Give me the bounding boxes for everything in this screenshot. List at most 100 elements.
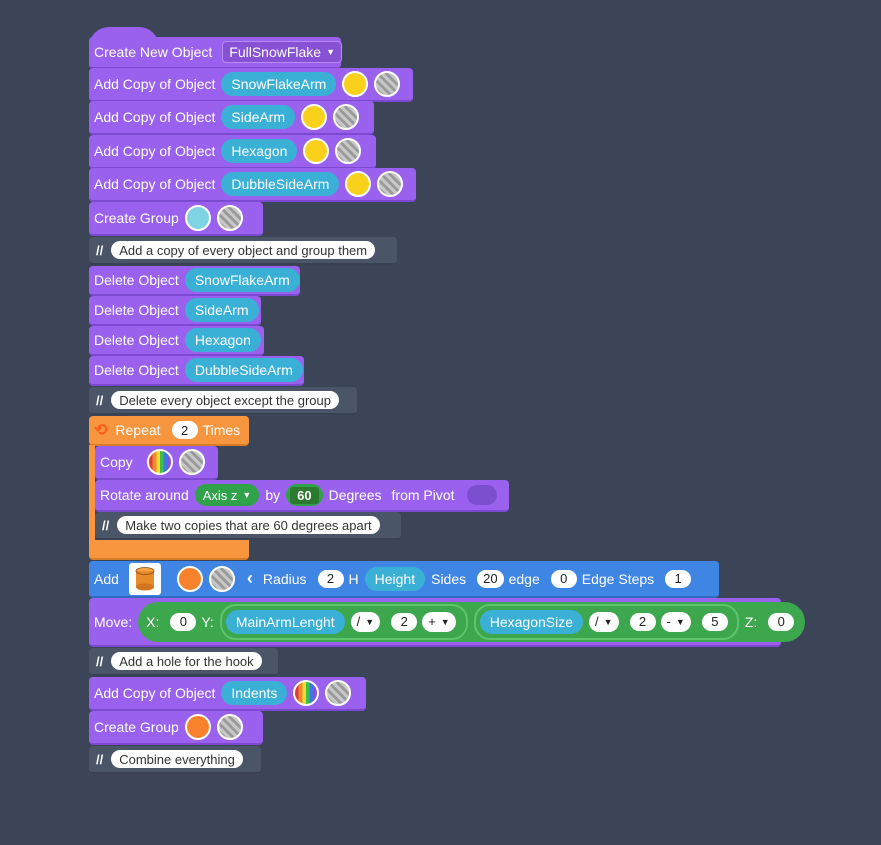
comment-slash: //: [96, 242, 104, 258]
operator-value: /: [356, 614, 361, 629]
y-math-expression-2[interactable]: HexagonSize /▼ 2 -▼ 5: [473, 603, 739, 640]
color-swatch[interactable]: [184, 714, 211, 740]
comment-text[interactable]: Delete every object except the group: [111, 391, 339, 409]
comment-block[interactable]: // Add a copy of every object and group …: [89, 237, 397, 265]
repeat-count-input[interactable]: 2: [171, 421, 198, 439]
pivot-slot[interactable]: [466, 485, 497, 505]
variable-pill[interactable]: MainArmLenght: [225, 609, 345, 634]
color-swatch[interactable]: [342, 71, 369, 97]
copy-block[interactable]: Copy: [95, 446, 218, 480]
sides-label: Sides: [431, 570, 467, 587]
y-math-expression[interactable]: MainArmLenght /▼ 2 +▼: [219, 603, 468, 640]
rotate-around-block[interactable]: Rotate around Axis z▼ by 60 Degrees from…: [95, 480, 509, 512]
comment-text[interactable]: Make two copies that are 60 degrees apar…: [117, 516, 380, 534]
sides-input[interactable]: 20: [477, 569, 504, 588]
edge-steps-label: Edge Steps: [581, 570, 655, 587]
object-pill[interactable]: SideArm: [221, 105, 296, 129]
delete-object-block-dubblesidearm[interactable]: Delete Object DubbleSideArm: [89, 356, 304, 386]
comment-block[interactable]: // Delete every object except the group: [89, 387, 357, 415]
operator-dropdown[interactable]: /▼: [589, 611, 619, 632]
comment-block[interactable]: // Combine everything: [89, 746, 261, 774]
number-input[interactable]: 2: [391, 612, 418, 631]
color-swatch[interactable]: [184, 205, 211, 231]
edge-steps-input[interactable]: 1: [665, 569, 692, 588]
caret-down-icon: ▼: [242, 490, 252, 500]
hole-icon[interactable]: [374, 71, 401, 97]
add-copy-block-hexagon[interactable]: Add Copy of Object Hexagon: [89, 135, 376, 169]
object-pill[interactable]: Hexagon: [184, 328, 261, 352]
comment-text[interactable]: Combine everything: [111, 750, 243, 768]
number-input[interactable]: 5: [701, 612, 728, 631]
by-label: by: [265, 487, 281, 503]
repeat-arm: [89, 445, 95, 545]
delete-object-block-sidearm[interactable]: Delete Object SideArm: [89, 296, 261, 326]
object-pill[interactable]: DubbleSideArm: [221, 172, 340, 196]
block-label: Add Copy of Object: [94, 109, 216, 125]
x-input[interactable]: 0: [170, 612, 197, 631]
axis-dropdown[interactable]: Axis z▼: [194, 484, 260, 506]
move-math-expression[interactable]: X: 0 Y: MainArmLenght /▼ 2 +▼ HexagonSiz…: [138, 601, 806, 642]
block-label: Create New Object: [94, 44, 213, 60]
object-pill[interactable]: SideArm: [184, 298, 259, 322]
z-input[interactable]: 0: [768, 612, 795, 631]
operator-dropdown[interactable]: +▼: [422, 611, 456, 632]
edge-label: edge: [508, 570, 540, 587]
add-copy-block-sidearm[interactable]: Add Copy of Object SideArm: [89, 101, 374, 135]
comment-slash: //: [96, 392, 104, 408]
object-name-dropdown[interactable]: FullSnowFlake▼: [222, 41, 343, 63]
object-pill[interactable]: DubbleSideArm: [184, 358, 303, 382]
create-new-object-block[interactable]: Create New Object FullSnowFlake▼: [89, 37, 343, 69]
hole-icon[interactable]: [377, 171, 404, 197]
comment-block[interactable]: // Add a hole for the hook: [89, 648, 278, 676]
operator-value: -: [666, 614, 671, 629]
number-input[interactable]: 2: [629, 612, 656, 631]
hole-icon[interactable]: [335, 138, 362, 164]
object-pill[interactable]: SnowFlakeArm: [221, 72, 337, 96]
h-label: H: [348, 570, 359, 587]
hole-icon[interactable]: [333, 104, 360, 130]
operator-value: /: [595, 614, 599, 629]
hole-icon[interactable]: [216, 714, 243, 740]
color-swatch[interactable]: [301, 104, 328, 130]
move-block[interactable]: Move: X: 0 Y: MainArmLenght /▼ 2 +▼ Hexa…: [89, 598, 806, 647]
hole-icon[interactable]: [216, 205, 243, 231]
color-swatch[interactable]: [345, 171, 372, 197]
block-label: Delete Object: [94, 302, 179, 318]
add-copy-block-indents[interactable]: Add Copy of Object Indents: [89, 677, 366, 711]
radius-input[interactable]: 2: [317, 569, 344, 588]
object-pill[interactable]: SnowFlakeArm: [184, 268, 300, 292]
repeat-loop-icon: ⟲: [94, 422, 108, 439]
object-pill[interactable]: Hexagon: [221, 139, 298, 163]
comment-text[interactable]: Add a hole for the hook: [111, 652, 262, 670]
degrees-input[interactable]: 60: [286, 484, 323, 506]
hole-icon[interactable]: [325, 680, 352, 706]
color-swatch[interactable]: [176, 565, 203, 592]
cylinder-icon[interactable]: [128, 562, 161, 595]
hole-icon[interactable]: [208, 565, 235, 592]
edge-input[interactable]: 0: [550, 569, 577, 588]
operator-dropdown[interactable]: /▼: [350, 611, 381, 632]
comment-block[interactable]: // Make two copies that are 60 degrees a…: [95, 512, 401, 540]
delete-object-block-snowflakearm[interactable]: Delete Object SnowFlakeArm: [89, 266, 300, 296]
variable-pill[interactable]: HexagonSize: [479, 609, 583, 634]
y-label: Y:: [201, 613, 214, 630]
object-pill[interactable]: Indents: [221, 681, 288, 705]
height-variable-pill[interactable]: Height: [364, 566, 426, 591]
rainbow-color-icon[interactable]: [293, 680, 320, 706]
repeat-block[interactable]: ⟲ Repeat 2 Times: [89, 416, 249, 446]
rainbow-color-icon[interactable]: [146, 449, 173, 475]
operator-dropdown[interactable]: -▼: [660, 611, 691, 632]
delete-object-block-hexagon[interactable]: Delete Object Hexagon: [89, 326, 264, 356]
comment-text[interactable]: Add a copy of every object and group the…: [111, 241, 376, 259]
hole-icon[interactable]: [178, 449, 205, 475]
add-shape-block[interactable]: Add ‹ Radius 2 H Height Sides 20 edge 0 …: [89, 561, 719, 598]
degrees-label: Degrees: [328, 487, 382, 503]
color-swatch[interactable]: [303, 138, 330, 164]
add-copy-block-snowflakearm[interactable]: Add Copy of Object SnowFlakeArm: [89, 68, 413, 102]
create-group-block[interactable]: Create Group: [89, 202, 263, 236]
chevron-left-icon[interactable]: ‹: [246, 568, 253, 588]
create-group-block[interactable]: Create Group: [89, 711, 263, 745]
add-copy-block-dubblesidearm[interactable]: Add Copy of Object DubbleSideArm: [89, 168, 416, 202]
degrees-value: 60: [290, 486, 319, 504]
block-label: Delete Object: [94, 332, 179, 348]
